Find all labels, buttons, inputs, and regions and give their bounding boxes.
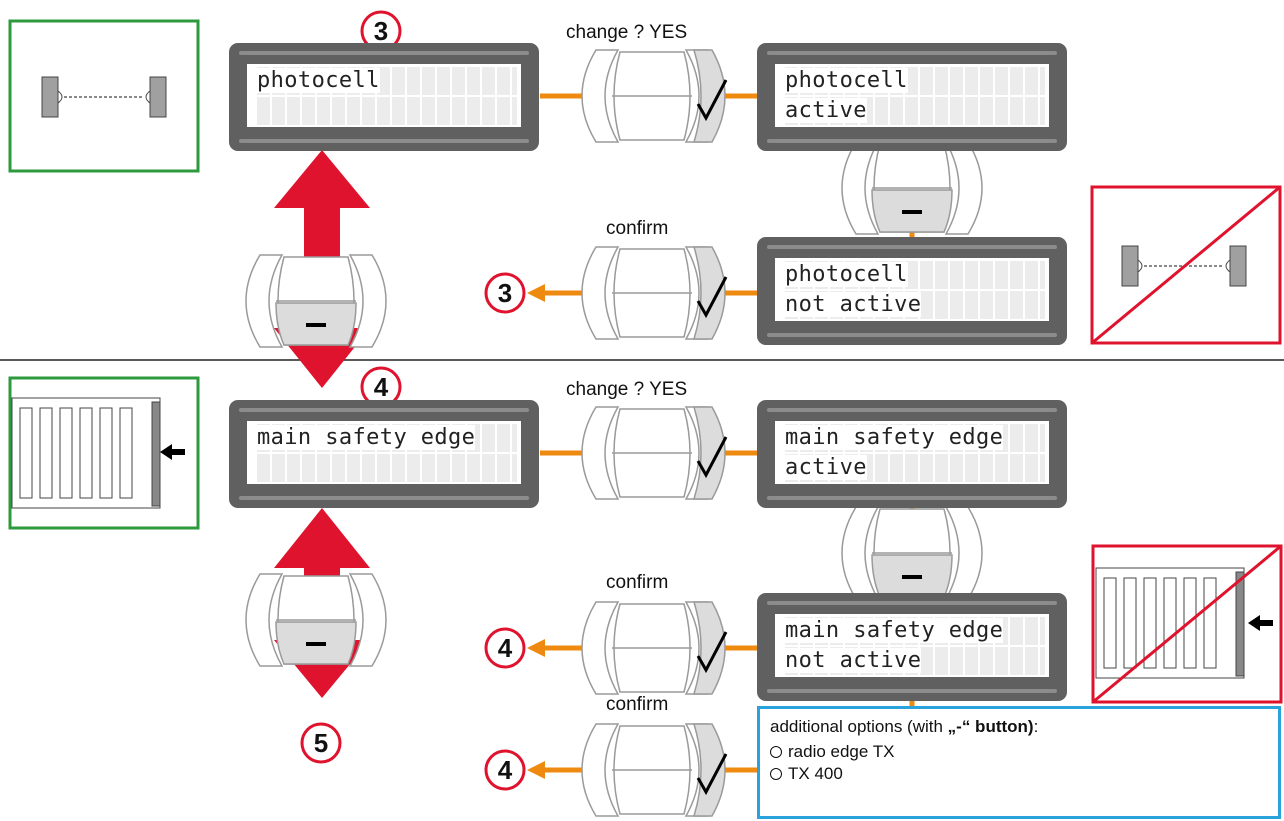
lcd-display-safety-edge-not-active: main safety edge not active: [757, 593, 1067, 701]
lcd-line-2: active: [785, 98, 867, 123]
svg-text:4: 4: [498, 633, 513, 663]
change-yes-label: change ? YES: [566, 379, 688, 400]
option-item: radio edge TX: [770, 741, 1268, 763]
lcd-line-2: not active: [785, 648, 922, 673]
safety-edge-icon: [1095, 567, 1245, 679]
pressure-arrow-icon: [1248, 615, 1273, 631]
svg-text:5: 5: [314, 728, 328, 758]
cross-out-line: [1091, 185, 1281, 345]
lcd-display-photocell: photocell: [229, 43, 539, 151]
lcd-line-2: active: [785, 455, 867, 480]
minus-button[interactable]: [246, 574, 386, 666]
bullet-circle-icon: [770, 768, 782, 780]
svg-text:3: 3: [374, 16, 388, 46]
confirm-button[interactable]: [582, 407, 726, 499]
confirm-label: confirm: [606, 218, 669, 239]
arrow-head: [527, 639, 545, 657]
lcd-line-1: photocell: [785, 262, 908, 287]
minus-button[interactable]: [842, 507, 982, 599]
cross-out-line: [1092, 544, 1282, 704]
lcd-line-1: photocell: [785, 68, 908, 93]
confirm-button[interactable]: [582, 247, 726, 339]
step-circle: 4: [484, 749, 526, 791]
lcd-line-2: not active: [785, 292, 922, 317]
photocell-active-frame: [8, 19, 200, 173]
lcd-display-photocell-active: photocell active: [757, 43, 1067, 151]
confirm-label: confirm: [606, 572, 669, 593]
step-circle: 4: [360, 366, 402, 408]
lcd-line-1: main safety edge: [785, 618, 1004, 643]
lcd-display-safety-edge: main safety edge: [229, 400, 539, 508]
additional-options-box: additional options (with „-“ button): ra…: [757, 706, 1281, 819]
confirm-button[interactable]: [582, 724, 726, 816]
arrow-head: [527, 761, 545, 779]
svg-text:3: 3: [498, 278, 512, 308]
arrow-head: [527, 284, 545, 302]
lcd-display-safety-edge-active: main safety edge active: [757, 400, 1067, 508]
pressure-arrow-icon: [160, 444, 185, 460]
confirm-button[interactable]: [582, 50, 726, 142]
additional-options-title: additional options (with „-“ button):: [770, 717, 1039, 736]
lcd-line-1: main safety edge: [785, 425, 1004, 450]
bullet-circle-icon: [770, 746, 782, 758]
step-circle: 4: [484, 627, 526, 669]
confirm-label: confirm: [606, 694, 669, 715]
svg-text:4: 4: [374, 372, 389, 402]
confirm-button[interactable]: [582, 602, 726, 694]
minus-button[interactable]: [842, 142, 982, 234]
lcd-display-photocell-not-active: photocell not active: [757, 237, 1067, 345]
lcd-line-1: photocell: [257, 68, 380, 93]
svg-text:4: 4: [498, 755, 513, 785]
option-item: TX 400: [770, 763, 1268, 785]
safety-edge-icon: [11, 397, 161, 509]
minus-button[interactable]: [246, 255, 386, 347]
change-yes-label: change ? YES: [566, 22, 688, 43]
step-circle: 5: [300, 722, 342, 764]
step-circle: 3: [484, 272, 526, 314]
lcd-line-1: main safety edge: [257, 425, 476, 450]
